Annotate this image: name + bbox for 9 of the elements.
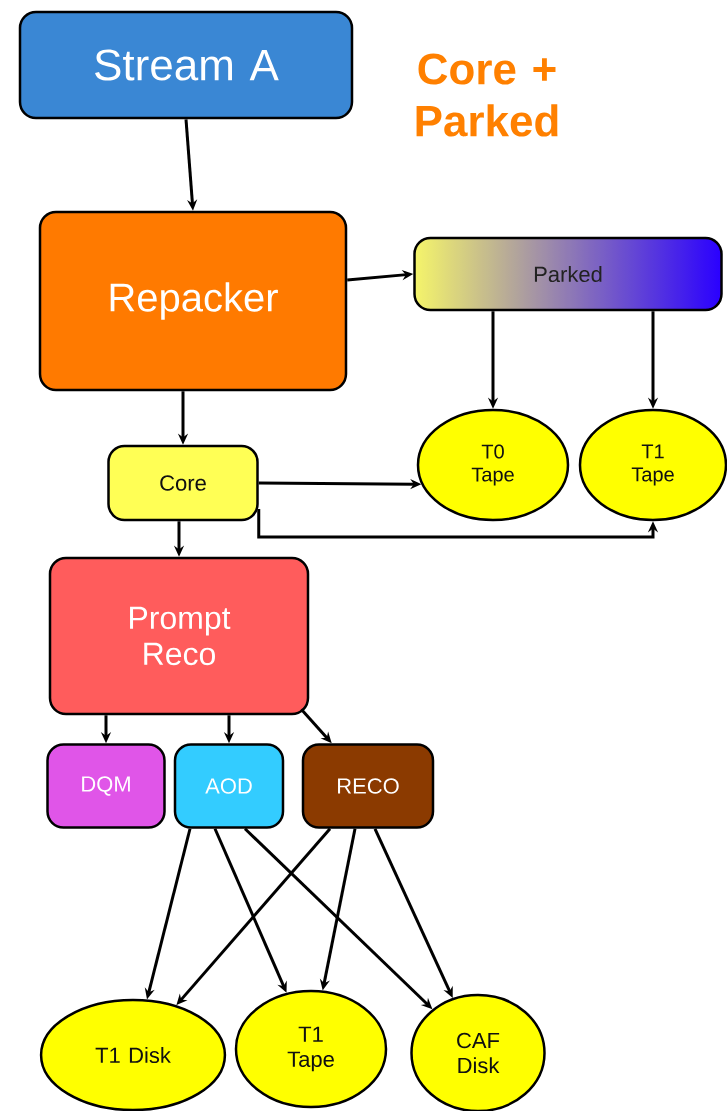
process-box: Prompt Reco <box>48 556 310 716</box>
process-box: Repacker <box>38 210 348 392</box>
process-box: Parked <box>413 236 723 312</box>
process-box: AOD <box>173 743 285 829</box>
process-box: Stream A <box>18 10 354 120</box>
process-box: RECO <box>301 743 435 829</box>
process-box: DQM <box>46 743 166 829</box>
process-box: Core <box>107 444 259 522</box>
heading-text: Core + Parked <box>416 53 558 137</box>
